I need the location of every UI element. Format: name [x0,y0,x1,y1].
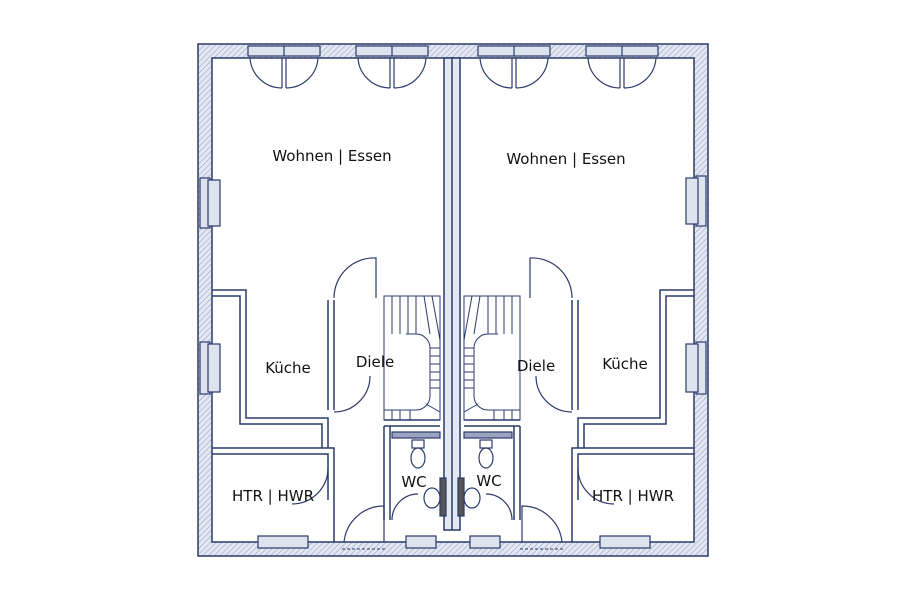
staircase-left [383,295,441,421]
room-label-hall-right: Diele [516,357,556,375]
room-label-living-right: Wohnen | Essen [506,150,626,168]
room-label-hall-left: Diele [355,353,395,371]
room-label-utility-right: HTR | HWR [592,487,674,505]
staircase-right [463,295,521,421]
room-label-living-left: Wohnen | Essen [272,147,392,165]
top-window-right-1 [477,45,551,89]
room-label-kitchen-left: Küche [265,359,311,377]
bottom-windows [257,535,651,549]
wc-doors [391,493,513,521]
room-label-utility-left: HTR | HWR [232,487,314,505]
room-label-wc-left: WC [401,473,427,491]
interior-doors [291,257,615,505]
room-label-wc-right: WC [476,472,502,490]
room-label-kitchen-right: Küche [602,355,648,373]
interior-walls-left [212,289,440,542]
wc-fixtures [391,431,513,517]
top-window-left-2 [355,45,429,89]
top-window-right-2 [585,45,659,89]
top-window-left-1 [247,45,321,89]
side-windows [199,175,707,395]
entrance-doors [343,505,563,543]
